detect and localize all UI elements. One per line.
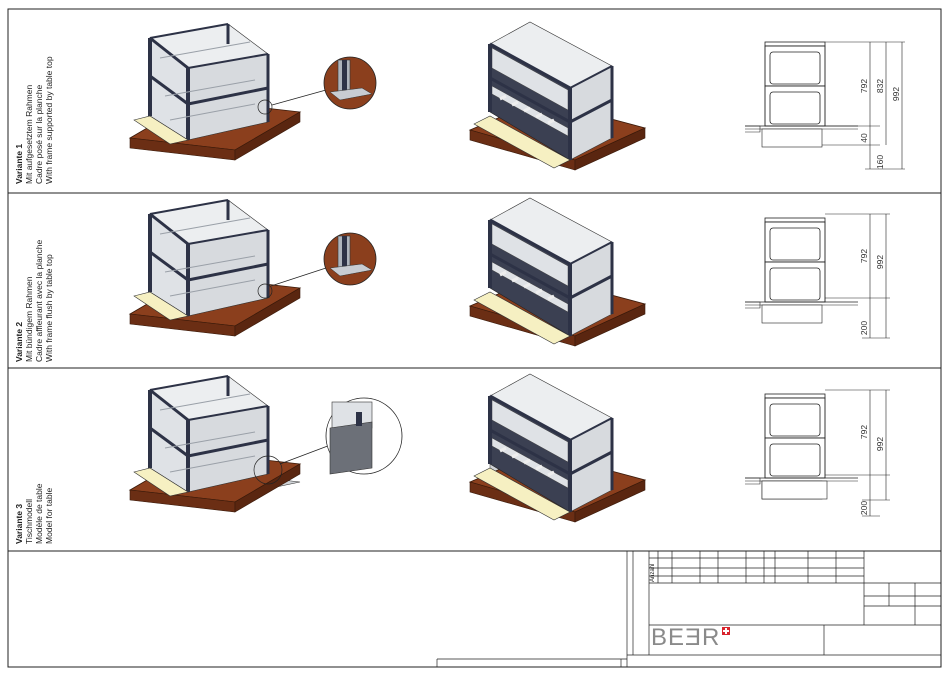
- dim-label: 792: [859, 425, 869, 439]
- dim-label: 992: [875, 255, 885, 269]
- dim-label: 792: [859, 79, 869, 93]
- variant-2-isometric-rear: [470, 198, 645, 346]
- variant-1-dimension-labels: 792 832 992 40 160: [859, 79, 901, 169]
- variant-2-front-view: [745, 218, 858, 323]
- variant-2-isometric-frame: [130, 200, 300, 336]
- variant-2-dimension-lines: [825, 214, 890, 338]
- variant-1-detail: [258, 57, 376, 114]
- variant-3-front-view: [745, 394, 858, 499]
- anzahl-label: Anzahl: [650, 560, 660, 582]
- variant-3-isometric-rear: [470, 374, 645, 522]
- logo-text: BEƎR: [651, 624, 720, 652]
- beer-logo: BEƎR: [651, 626, 730, 650]
- variant-2-label: Variante 2 Mit bündigem Rahmen Cadre aff…: [14, 182, 74, 362]
- variant-3-title: Variante 3: [14, 364, 24, 544]
- variant-1-dimension-lines: [822, 42, 905, 169]
- variant-2-dimension-labels: 792 992 200: [859, 249, 885, 335]
- variant-3-french: Modèle de table: [34, 364, 44, 544]
- variant-1-german: Mit aufgesetztem Rahmen: [24, 4, 34, 184]
- variant-3-english: Model for table: [44, 364, 54, 544]
- dim-label: 832: [875, 79, 885, 93]
- dim-label: 160: [875, 155, 885, 169]
- variant-3-label: Variante 3 Tischmodell Modèle de table M…: [14, 364, 74, 544]
- variant-3-dimension-labels: 792 992 200: [859, 425, 885, 515]
- variant-1-title: Variante 1: [14, 4, 24, 184]
- variant-3-dimension-lines: [825, 390, 890, 516]
- variant-2-german: Mit bündigem Rahmen: [24, 182, 34, 362]
- dim-label: 40: [859, 133, 869, 143]
- variant-1-isometric-rear: [470, 22, 645, 170]
- variant-1-french: Cadre posé sur la planche: [34, 4, 44, 184]
- variant-3-german: Tischmodell: [24, 364, 34, 544]
- variant-2-french: Cadre affleurant avec la planche: [34, 182, 44, 362]
- dim-label: 792: [859, 249, 869, 263]
- variant-1-isometric-frame: [130, 24, 300, 160]
- swiss-flag-icon: [722, 627, 730, 635]
- dim-label: 200: [859, 501, 869, 515]
- dim-label: 200: [859, 321, 869, 335]
- variant-2-english: With frame flush by table top: [44, 182, 54, 362]
- variant-1-english: With frame supported by table top: [44, 4, 54, 184]
- variant-1-front-view: [745, 42, 858, 147]
- dim-label: 992: [875, 437, 885, 451]
- variant-1-label: Variante 1 Mit aufgesetztem Rahmen Cadre…: [14, 4, 74, 184]
- variant-2-title: Variante 2: [14, 182, 24, 362]
- dim-label: 992: [891, 87, 901, 101]
- variant-3-isometric-frame: [130, 376, 300, 512]
